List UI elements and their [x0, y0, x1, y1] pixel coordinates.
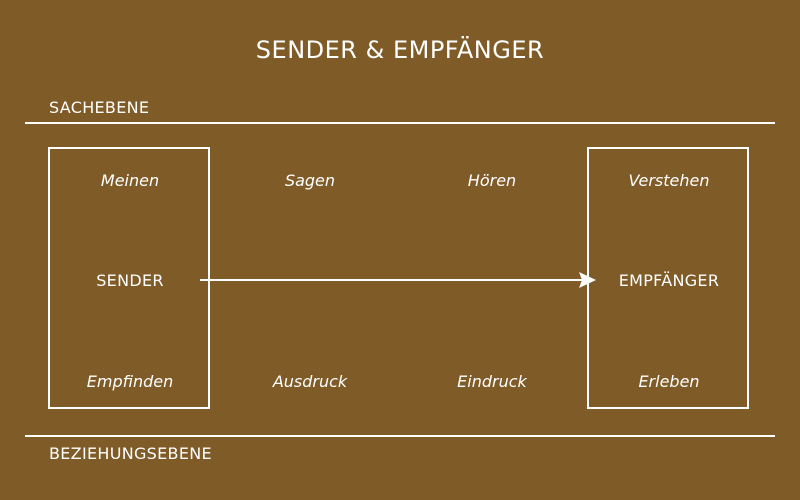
level-label-beziehungsebene: BEZIEHUNGSEBENE — [49, 444, 212, 463]
sender-label: SENDER — [96, 271, 164, 290]
diagram-title: SENDER & EMPFÄNGER — [255, 36, 545, 64]
sender-bottom-word: Empfinden — [86, 372, 174, 391]
level-label-sachebene: SACHEBENE — [49, 98, 150, 117]
channel-bottom-word-2: Eindruck — [457, 372, 527, 391]
divider-bottom — [25, 435, 775, 437]
receiver-bottom-word: Erleben — [638, 372, 700, 391]
sender-box — [48, 147, 210, 409]
channel-top-word-1: Sagen — [284, 171, 336, 190]
receiver-top-word: Verstehen — [628, 171, 710, 190]
sender-top-word: Meinen — [100, 171, 160, 190]
channel-top-word-2: Hören — [467, 171, 517, 190]
channel-bottom-word-1: Ausdruck — [272, 372, 348, 391]
receiver-label: EMPFÄNGER — [618, 271, 720, 290]
divider-top — [25, 122, 775, 124]
